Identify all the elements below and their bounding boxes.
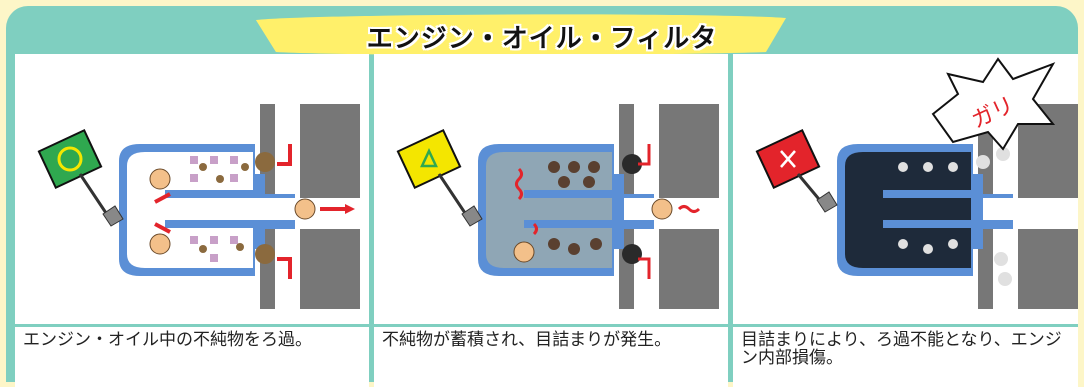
- caption-text: 目詰まりにより、ろ過不能となり、エンジン内部損傷。: [741, 330, 1062, 368]
- caption-1: エンジン・オイル中の不純物をろ過。: [15, 324, 369, 387]
- caption-2: 不純物が蓄積され、目詰まりが発生。: [374, 324, 728, 387]
- oil-face-icon: [513, 154, 673, 264]
- panel-2: 不純物が蓄積され、目詰まりが発生。: [374, 54, 728, 387]
- oil-face-icon: [149, 152, 316, 264]
- filter-clogging-illustration: [396, 104, 724, 309]
- diagram-frame: エンジン・オイル・フィルタ: [6, 6, 1078, 387]
- filter-clean-illustration: [37, 104, 365, 309]
- burst-icon: ガリ: [931, 57, 1056, 151]
- sign-ng-icon: [755, 128, 838, 213]
- caption-text: 不純物が蓄積され、目詰まりが発生。: [382, 330, 672, 350]
- panel-1: エンジン・オイル中の不純物をろ過。: [15, 54, 369, 387]
- caption-3: 目詰まりにより、ろ過不能となり、エンジン内部損傷。: [733, 324, 1078, 387]
- panel-3: ガリ 目詰まりにより、ろ過不能となり、エンジン内部損傷。: [733, 54, 1078, 387]
- page-title: エンジン・オイル・フィルタ: [366, 24, 718, 54]
- filter-blocked-illustration: ガリ: [755, 57, 1078, 309]
- caption-text: エンジン・オイル中の不純物をろ過。: [23, 330, 312, 350]
- title-highlight: [256, 14, 786, 55]
- sign-warning-icon: [396, 128, 483, 227]
- sign-ok-icon: [37, 128, 124, 227]
- title-band: エンジン・オイル・フィルタ: [6, 6, 1078, 58]
